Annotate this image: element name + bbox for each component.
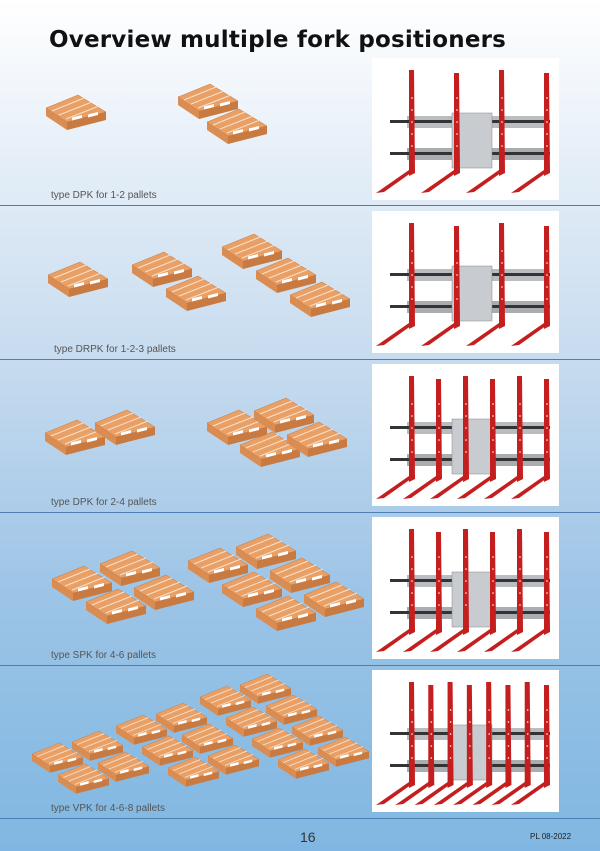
fork [511,379,550,499]
pallet [115,714,168,745]
page-number: 16 [300,829,316,845]
fork [376,376,415,499]
fork [430,529,469,652]
section-caption: type DPK for 2-4 pallets [51,497,157,508]
pallet [239,673,292,704]
fork-positioner-image [372,670,559,812]
fork-positioner-image [372,364,559,506]
pallet [269,557,331,593]
pallet [47,261,109,297]
fork [453,682,493,805]
pallet [303,581,365,617]
fork [403,532,442,652]
pallet [286,421,348,457]
fork [376,682,415,805]
pallet [207,744,260,775]
fork [457,379,496,499]
pallet [177,83,239,119]
fork [403,379,442,499]
section-caption: type DRPK for 1-2-3 pallets [54,344,176,355]
fork [376,223,415,346]
section-divider [0,665,600,666]
fork-positioner-drawing [376,376,550,499]
fork-positioner-drawing [376,682,550,805]
pallet [167,756,220,787]
pallet [221,571,283,607]
pallet [141,735,194,766]
fork [421,73,460,193]
page-title: Overview multiple fork positioners [49,27,507,53]
pallet [199,685,252,716]
pallet [225,706,278,737]
pallet [155,702,208,733]
pallet [85,588,147,624]
pallet [71,730,124,761]
pallet [206,108,268,144]
pallet [57,763,110,794]
pallet [289,281,351,317]
section-divider [0,512,600,513]
pallet [255,595,317,631]
fork-positioner-drawing [376,70,550,193]
pallet [181,723,234,754]
pallet [131,251,193,287]
fork [511,532,550,652]
fork [457,532,496,652]
fork [484,376,523,499]
fork [484,529,523,652]
section-divider [0,205,600,206]
fork [511,685,550,805]
fork [430,376,469,499]
pallet [277,748,330,779]
fork [433,685,473,805]
pallet [251,727,304,758]
pallet [255,257,317,293]
fork [376,529,415,652]
section-caption: type VPK for 4-6-8 pallets [51,803,165,814]
pallet [99,550,161,586]
pallet [165,275,227,311]
pallet [45,94,107,130]
pallet [31,742,84,773]
pallet [51,565,113,601]
pallet [317,736,370,767]
fork [395,685,435,805]
fork [376,70,415,193]
edition-label: PL 08-2022 [530,832,572,841]
section-divider [0,818,600,819]
fork [414,682,454,805]
pallet [206,409,268,445]
fork-positioner-image [372,58,559,200]
fork [466,70,505,193]
pallet [291,715,344,746]
pallet [187,547,249,583]
fork [491,682,531,805]
pallet [97,751,150,782]
section-divider [0,359,600,360]
pallet [221,233,283,269]
fork [466,223,505,346]
fork-positioner-image [372,517,559,659]
fork-positioner-drawing [376,529,550,652]
fork [421,226,460,346]
section-caption: type DPK for 1-2 pallets [51,190,157,201]
section-caption: type SPK for 4-6 pallets [51,650,157,661]
fork [511,73,550,193]
pallet [253,397,315,433]
fork-positioner-image [372,211,559,353]
pallet [235,533,297,569]
fork [472,685,512,805]
pallet [94,409,156,445]
pallet [265,694,318,725]
pallet [133,574,195,610]
fork [511,226,550,346]
fork-positioner-drawing [376,223,550,346]
